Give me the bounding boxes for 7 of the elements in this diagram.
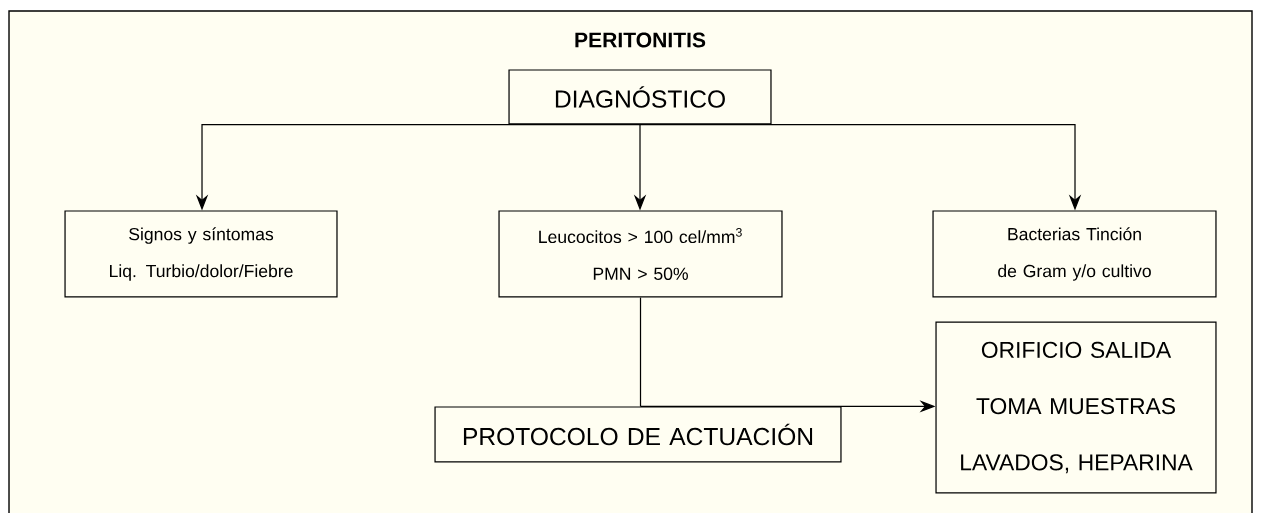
process-box: Leucocitos > 100 cel/mm$^{3}$ PMN > 50% [498, 210, 783, 298]
process-box: Signos y síntomas Liq. Turbio/dolor/Fiebre [64, 210, 338, 298]
process-box: Bacterias Tinción de Gram y/o cultivo [932, 210, 1217, 298]
title: PERITONITIS [575, 32, 706, 48]
process-box: ORIFICIO SALIDA TOMA MUESTRAS LAVADOS, HEPARINA [935, 321, 1217, 494]
process-box: DIAGNÓSTICO [508, 69, 772, 125]
process-box: PROTOCOLO DE ACTUACIÓN [434, 406, 842, 463]
